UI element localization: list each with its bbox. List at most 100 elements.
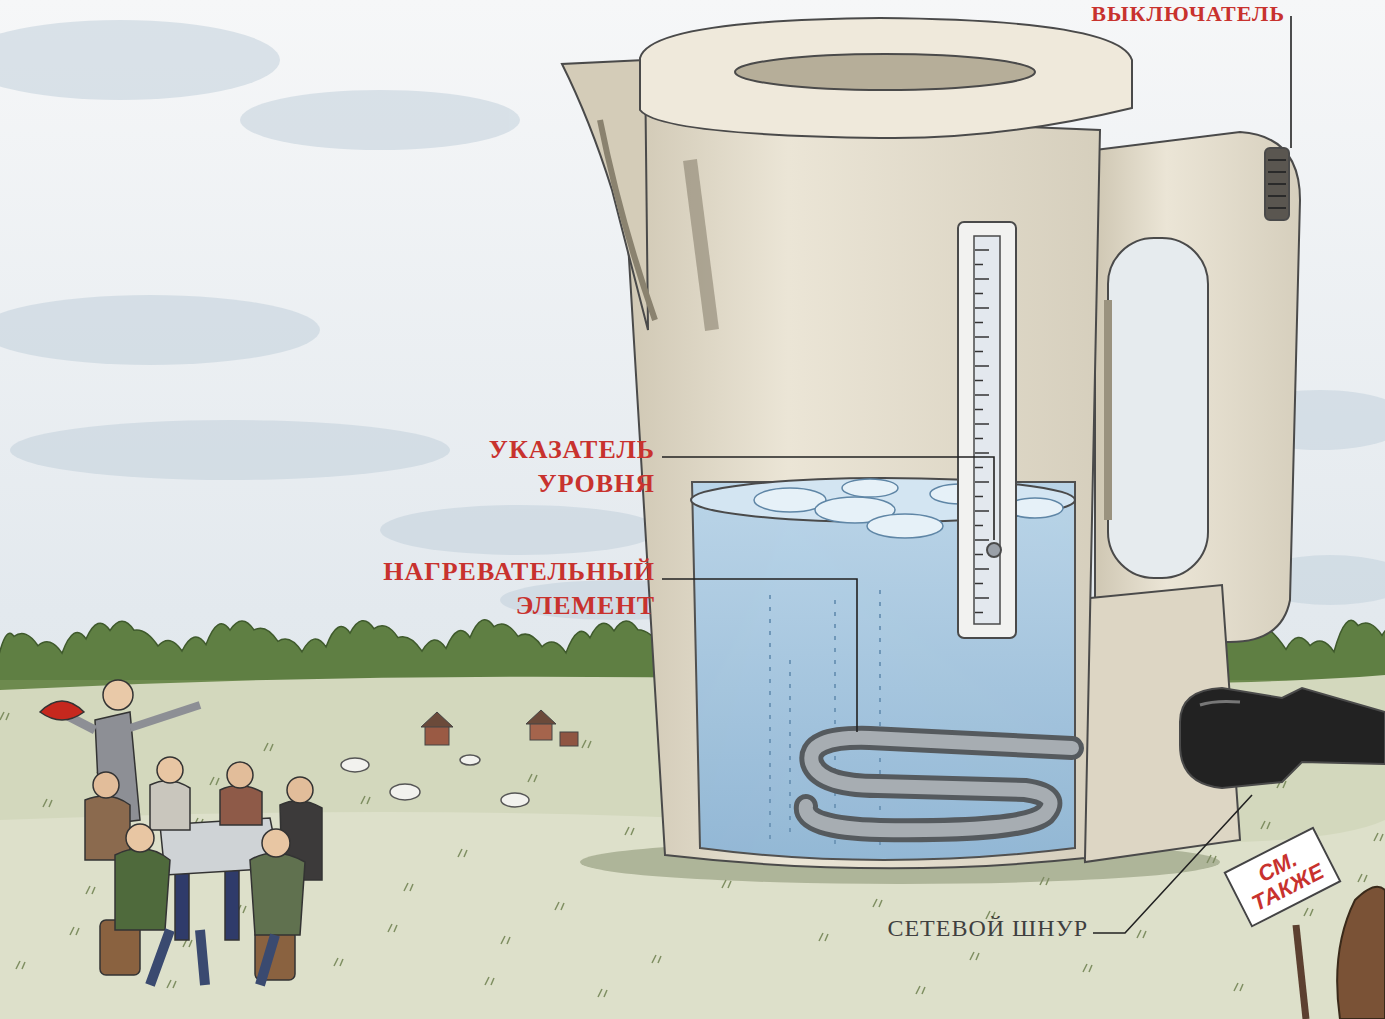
- gauge-tick: [975, 423, 989, 425]
- grass: [388, 924, 397, 932]
- grass: [582, 740, 591, 748]
- leader-line: [1093, 795, 1252, 933]
- gauge-tick: [975, 554, 983, 556]
- table-leg: [175, 870, 189, 940]
- grass: [1261, 821, 1270, 829]
- leader-lines: [662, 16, 1291, 933]
- water: [692, 482, 1075, 860]
- grass: [334, 958, 343, 966]
- gauge-tick: [975, 510, 989, 512]
- gauge-tick: [975, 568, 989, 570]
- village: [421, 710, 578, 746]
- gauge-tick: [975, 525, 983, 527]
- kettle: [562, 18, 1385, 868]
- gauge-tick: [975, 452, 989, 454]
- grass: [819, 933, 828, 941]
- house: [560, 732, 578, 746]
- gauge-tick: [975, 336, 989, 338]
- scale-mark: [789, 660, 791, 840]
- person-head: [93, 772, 119, 798]
- grass: [404, 883, 413, 891]
- post: [1296, 925, 1306, 1019]
- gauge-tick: [975, 278, 989, 280]
- grass: [485, 977, 494, 985]
- gauge-tick: [975, 496, 983, 498]
- grass: [1083, 964, 1092, 972]
- gauge-tick: [975, 539, 989, 541]
- leader-line: [1290, 16, 1292, 148]
- part-label: ВЫКЛЮЧАТЕЛЬ: [1091, 0, 1285, 29]
- grass: [1137, 930, 1146, 938]
- heating-element-highlight: [806, 738, 1072, 830]
- level-gauge: [958, 222, 1016, 638]
- cloud: [0, 295, 320, 365]
- grass: [458, 849, 467, 857]
- spout-shade: [600, 120, 655, 320]
- house: [530, 722, 552, 740]
- gauge-tick: [975, 264, 983, 266]
- grass: [916, 986, 925, 994]
- grass: [43, 799, 52, 807]
- leader-line: [662, 457, 994, 540]
- house-roof: [421, 712, 453, 727]
- gauge-tick: [975, 438, 983, 440]
- teapot: [40, 701, 84, 720]
- grass: [1304, 908, 1313, 916]
- person-head: [157, 757, 183, 783]
- cloud: [380, 505, 660, 555]
- person-head: [227, 762, 253, 788]
- grass: [598, 989, 607, 997]
- gauge-tick: [975, 394, 989, 396]
- part-label: НАГРЕВАТЕЛЬНЫЙ ЭЛЕМЕНТ: [383, 555, 655, 623]
- handle-opening: [1108, 238, 1208, 578]
- cloud: [0, 20, 280, 100]
- cow: [501, 793, 529, 807]
- waiter-arm: [130, 705, 200, 728]
- bubble: [867, 514, 943, 538]
- grass: [167, 980, 176, 988]
- gauge-tick: [975, 612, 983, 614]
- level-float: [987, 543, 1001, 557]
- grass: [528, 774, 537, 782]
- gauge-tick: [975, 597, 989, 599]
- gauge-tick: [975, 307, 989, 309]
- cow: [341, 758, 369, 772]
- cloud: [240, 90, 520, 150]
- grass: [86, 886, 95, 894]
- house: [425, 725, 449, 745]
- person-head: [287, 777, 313, 803]
- sign-post: [1296, 887, 1385, 1019]
- gauge-tick: [975, 409, 983, 411]
- grass: [555, 902, 564, 910]
- person: [150, 781, 190, 830]
- body-shade: [690, 160, 712, 330]
- lid-slot: [735, 54, 1035, 90]
- scale-mark: [769, 595, 771, 840]
- plug-highlight: [1200, 701, 1240, 705]
- cows: [341, 755, 529, 807]
- grass: [0, 712, 9, 720]
- grass: [1358, 874, 1367, 882]
- grass: [501, 936, 510, 944]
- cow: [390, 784, 420, 800]
- water-marks: [770, 590, 880, 845]
- grass: [722, 880, 731, 888]
- grass: [264, 743, 273, 751]
- picnic-group: [40, 680, 322, 985]
- gauge-tick: [975, 583, 983, 585]
- grass: [361, 796, 370, 804]
- handle-shade: [1104, 300, 1112, 520]
- kettle-handle: [1095, 132, 1300, 642]
- legs: [150, 930, 275, 985]
- kettle-body: [620, 110, 1100, 868]
- kettle-lid: [640, 18, 1132, 138]
- person: [220, 785, 262, 825]
- grass: [16, 961, 25, 969]
- leader-line: [662, 579, 857, 732]
- worm-creature: [1337, 887, 1385, 1019]
- grass: [625, 827, 634, 835]
- person-head: [126, 824, 154, 852]
- house-roof: [526, 710, 556, 724]
